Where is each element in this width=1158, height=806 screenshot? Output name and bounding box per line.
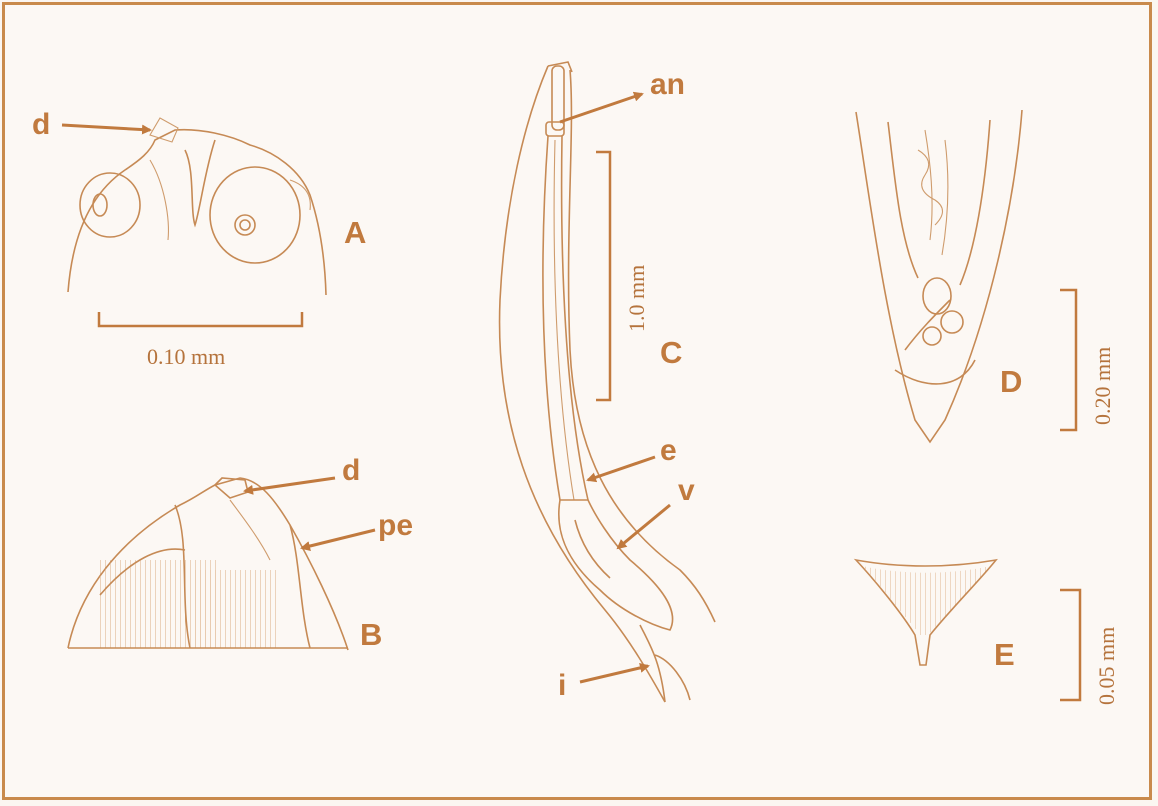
pointer-pe <box>302 530 375 548</box>
pointer-e <box>588 457 655 480</box>
scale-bar-a <box>99 312 302 326</box>
pointer-v <box>618 505 670 548</box>
label-d-top: d <box>32 108 50 141</box>
scale-label-c: 1.0 mm <box>624 265 649 332</box>
scale-bar-e <box>1060 590 1080 700</box>
label-i: i <box>558 669 566 702</box>
panel-a-drawing <box>68 118 326 295</box>
scale-label-e: 0.05 mm <box>1094 627 1119 705</box>
panel-b-drawing <box>68 478 348 650</box>
scale-label-a: 0.10 mm <box>147 344 225 369</box>
scale-bar-d <box>1060 290 1076 430</box>
panel-label-d: D <box>1000 364 1022 399</box>
label-e: e <box>660 434 677 467</box>
label-an: an <box>650 68 685 101</box>
pointer-i <box>580 666 648 682</box>
label-v: v <box>678 474 695 507</box>
scale-label-d: 0.20 mm <box>1090 347 1115 425</box>
label-pe: pe <box>378 509 413 542</box>
panel-e-drawing <box>856 560 996 665</box>
panel-c-drawing <box>500 62 715 702</box>
panel-label-e: E <box>994 637 1015 672</box>
panel-label-b: B <box>360 617 382 652</box>
scale-bar-c <box>596 152 610 400</box>
pointer-d-mid <box>245 478 335 491</box>
pointer-d-top <box>62 125 150 130</box>
panel-d-drawing <box>856 110 1022 442</box>
panel-label-a: A <box>344 215 366 250</box>
panel-label-c: C <box>660 335 682 370</box>
label-d-mid: d <box>342 454 360 487</box>
pointer-an <box>560 94 642 122</box>
